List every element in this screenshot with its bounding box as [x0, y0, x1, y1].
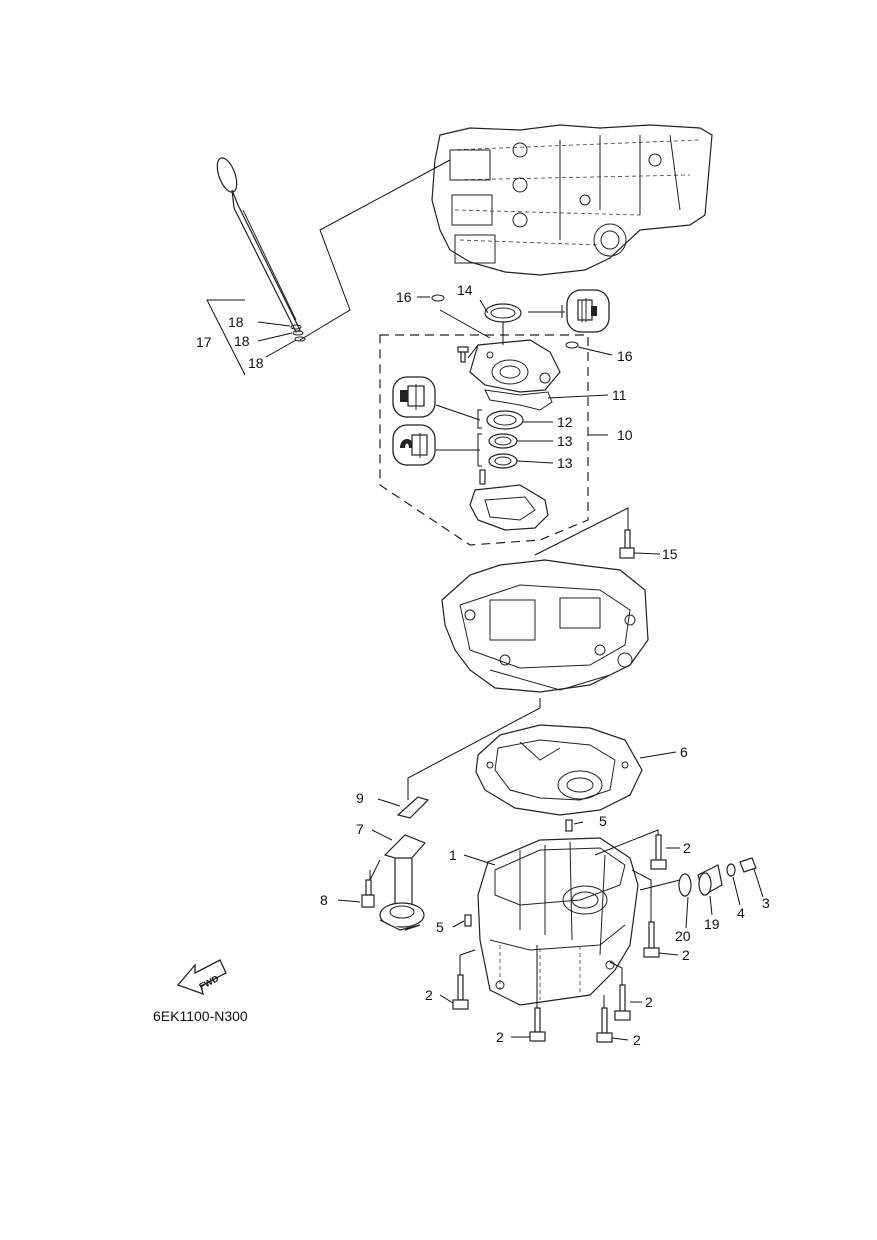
callout-labels: 18 17 18 18 16 14 16 11 12 10 13 13 15 6… [196, 282, 770, 1048]
oil-pump-housing [469, 469, 549, 531]
callout-2a: 2 [683, 840, 691, 856]
oil-seal-14 [484, 303, 522, 323]
oil-level-gauge [216, 157, 306, 342]
dowel-pin-5b [464, 914, 472, 927]
callout-1: 1 [449, 847, 457, 863]
callout-2e: 2 [496, 1029, 504, 1045]
fwd-arrow-icon: FWD [176, 959, 227, 996]
callout-16a: 16 [396, 289, 412, 305]
callout-18b: 18 [234, 333, 250, 349]
callout-11: 11 [612, 387, 627, 403]
callout-2d: 2 [645, 994, 653, 1010]
callout-4: 4 [737, 905, 745, 921]
callout-6: 6 [680, 744, 688, 760]
diagram-code: 6EK1100-N300 [153, 1008, 248, 1024]
bolt-2a [650, 834, 667, 870]
assembly-group-frame [379, 334, 589, 546]
callout-17: 17 [196, 334, 212, 350]
callout-13b: 13 [557, 455, 573, 471]
bolt-2e [529, 1007, 546, 1042]
callout-5b: 5 [436, 919, 444, 935]
callout-9: 9 [356, 790, 364, 806]
callout-15: 15 [662, 546, 678, 562]
dowel-pin-5a [565, 819, 573, 832]
bolt-2c [452, 974, 469, 1010]
leader-lines [257, 296, 764, 1041]
oil-pump-cover [469, 339, 561, 393]
callout-8: 8 [320, 892, 328, 908]
bolt-2d [614, 984, 631, 1021]
oil-seal-12 [486, 410, 524, 430]
bolt-2f [596, 1007, 613, 1043]
o-ring-16a [431, 294, 445, 302]
callout-13a: 13 [557, 433, 573, 449]
oil-pan [477, 837, 639, 1006]
oil-pan-gasket [475, 724, 643, 816]
bolt-15 [619, 529, 635, 559]
small-screw [457, 346, 469, 363]
callout-12: 12 [557, 414, 573, 430]
callout-7: 7 [356, 821, 364, 837]
oil-apply-icon [392, 376, 436, 418]
exhaust-guide [441, 559, 649, 693]
callout-19: 19 [704, 916, 720, 932]
grease-apply-icon [392, 424, 436, 466]
callout-5a: 5 [599, 813, 607, 829]
oil-strainer [379, 834, 427, 931]
pump-gasket [484, 389, 553, 411]
callout-10: 10 [617, 427, 633, 443]
grease-apply-icon [566, 289, 610, 333]
callout-3: 3 [762, 895, 770, 911]
callout-18c: 18 [248, 355, 264, 371]
callout-18a: 18 [228, 314, 244, 330]
callout-14: 14 [457, 282, 473, 298]
engine-block [431, 124, 713, 276]
bolt-2b [643, 921, 660, 958]
callout-2f: 2 [633, 1032, 641, 1048]
drain-plug-assembly [678, 857, 757, 897]
o-ring-16b [565, 341, 579, 349]
bolt-8 [361, 879, 375, 908]
callout-16b: 16 [617, 348, 633, 364]
strainer-seal [396, 796, 430, 819]
callout-2c: 2 [425, 987, 433, 1003]
callout-2b: 2 [682, 947, 690, 963]
callout-20: 20 [675, 928, 691, 944]
oil-seal-13 [488, 433, 518, 469]
